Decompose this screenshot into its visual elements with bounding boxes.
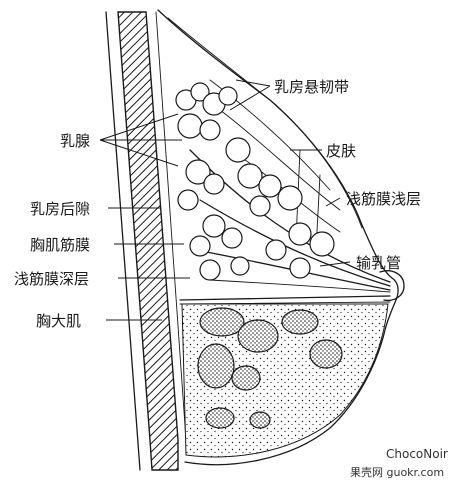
label-retromammary-space: 乳房后隙	[30, 200, 90, 218]
mammary-lobules	[175, 82, 335, 281]
watermark-brand: ChocoNoir	[386, 447, 448, 461]
chest-wall	[117, 11, 179, 471]
watermark-site: 果壳网 guokr.com	[350, 465, 444, 479]
fat-lobules	[197, 307, 343, 429]
label-mammary-gland: 乳腺	[60, 132, 90, 150]
label-pectoral-fascia: 胸肌筋膜	[30, 236, 90, 254]
label-superficial-fascia-superficial-layer: 浅筋膜浅层	[346, 190, 421, 208]
chest-wall-outer-line	[105, 11, 141, 471]
superficial-fascia-deep-layer-line	[179, 295, 391, 301]
suspensory-ligaments	[209, 79, 341, 251]
label-skin: 皮肤	[326, 142, 356, 160]
label-suspensory-ligament: 乳房悬韧带	[274, 78, 349, 96]
label-pectoralis-major: 胸大肌	[36, 312, 81, 330]
label-superficial-fascia-deep-layer: 浅筋膜深层	[14, 270, 89, 288]
retromammary-line	[155, 11, 187, 441]
leader-lines	[99, 79, 351, 321]
label-lactiferous-duct: 输乳管	[356, 254, 401, 272]
nipple	[379, 270, 405, 302]
skin-inner-line	[167, 17, 363, 229]
